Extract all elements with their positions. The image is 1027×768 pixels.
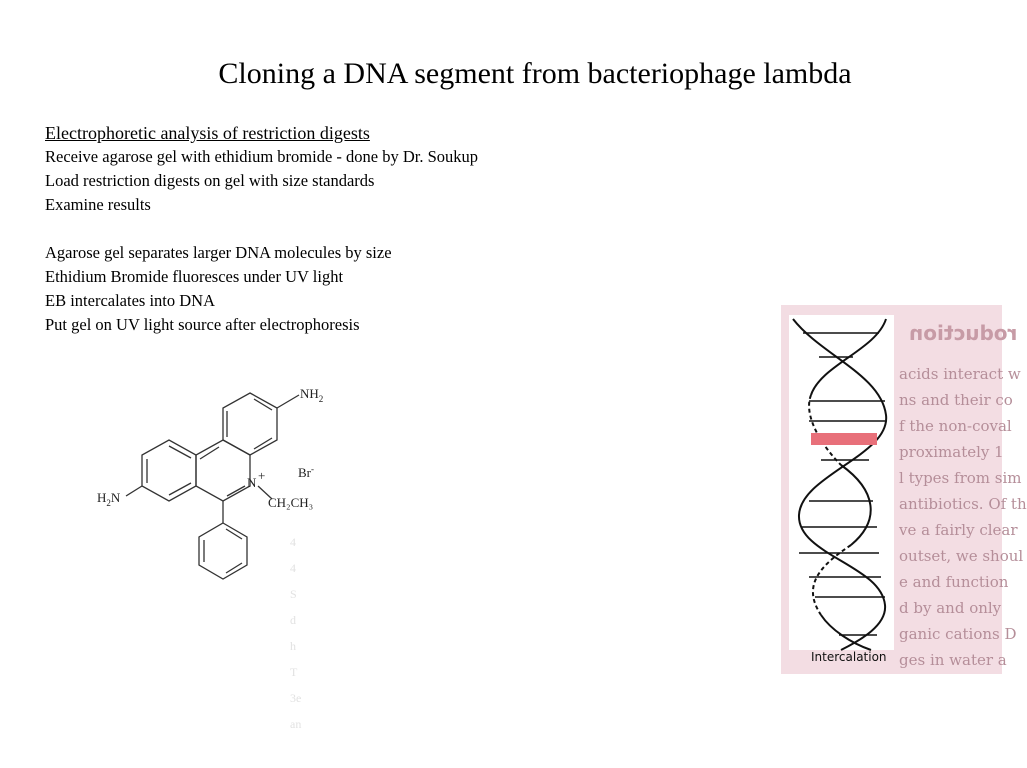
book-text-line: l types from sim	[899, 469, 1022, 487]
section-heading: Electrophoretic analysis of restriction …	[45, 123, 370, 143]
positive-charge-label: +	[258, 468, 265, 483]
book-text-line: f the non-coval	[899, 417, 1012, 435]
bromide-label: Br-	[298, 464, 314, 480]
faded-char: T	[290, 665, 298, 679]
faded-char: S	[290, 587, 297, 601]
ethidium-bromide-structure: NH2 H2N N + Br- CH₂CH₃	[97, 386, 323, 580]
base-pair-rungs	[799, 332, 885, 636]
fact-item: EB intercalates into DNA	[45, 291, 215, 310]
faded-char: d	[290, 613, 296, 627]
book-text-line: proximately 1	[899, 443, 1004, 461]
step-item: Receive agarose gel with ethidium bromid…	[45, 147, 479, 166]
intercalator-bar	[811, 433, 877, 445]
book-text-line: outset, we shoul	[899, 547, 1024, 565]
book-text-line: ve a fairly clear	[899, 521, 1018, 539]
amine-top-label: NH2	[300, 386, 323, 404]
figure-caption: Intercalation	[811, 650, 887, 664]
faded-char: 4	[290, 535, 296, 549]
fact-item: Put gel on UV light source after electro…	[45, 315, 360, 334]
step-item: Load restriction digests on gel with siz…	[45, 171, 375, 190]
fact-item: Ethidium Bromide fluoresces under UV lig…	[45, 267, 344, 286]
book-text-line: d by and only	[899, 599, 1002, 617]
faded-char: 3e	[290, 691, 302, 705]
spacer	[45, 217, 478, 241]
book-text-line: ges in water a	[899, 651, 1007, 669]
book-text-line: ns and their co	[899, 391, 1013, 409]
ethyl-label: CH₂CH₃	[268, 495, 313, 510]
faded-char: an	[290, 717, 302, 731]
book-text-line: antibiotics. Of th	[899, 495, 1027, 513]
slide-title: Cloning a DNA segment from bacteriophage…	[218, 57, 852, 90]
book-text-line: ganic cations D	[899, 625, 1017, 643]
book-text-line: e and function	[899, 573, 1009, 591]
fact-item: Agarose gel separates larger DNA molecul…	[45, 243, 392, 262]
faded-scan-text: 4 4 S d h T 3e an	[290, 535, 320, 735]
book-text-line: acids interact w	[899, 365, 1021, 383]
step-item: Examine results	[45, 195, 151, 214]
amine-left-label: H2N	[97, 490, 121, 508]
slide-body: Electrophoretic analysis of restriction …	[45, 121, 478, 337]
ring-bonds	[125, 392, 300, 580]
intercalation-figure: roduction acids interact w ns and their …	[781, 305, 1027, 674]
nitrogen-label: N	[247, 475, 257, 490]
dna-helix-drawing	[789, 315, 894, 651]
faded-char: h	[290, 639, 296, 653]
faded-char: 4	[290, 561, 296, 575]
